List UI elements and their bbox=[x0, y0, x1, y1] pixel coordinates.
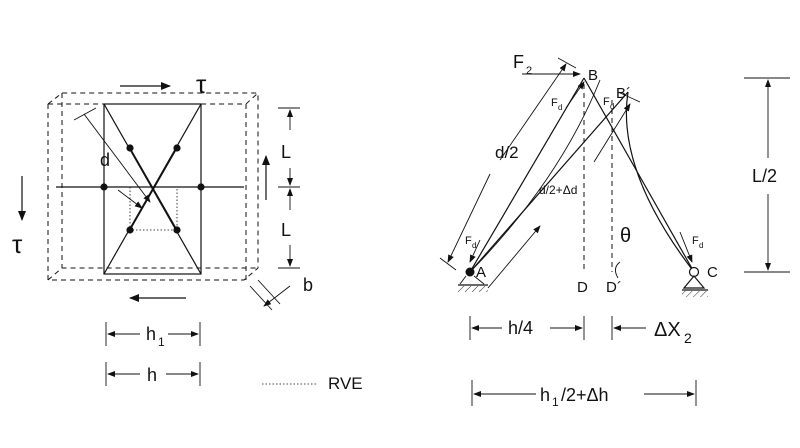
d-ext-line bbox=[73, 107, 97, 121]
theta-arc bbox=[615, 261, 621, 279]
label-Fd-left-bottom: F bbox=[465, 235, 472, 247]
strut-A-B bbox=[469, 77, 585, 273]
node bbox=[100, 183, 108, 191]
d2-delta-ext bbox=[617, 91, 641, 103]
label-b: b bbox=[303, 275, 313, 295]
label-h1-half-rest: /2+Δh bbox=[561, 385, 609, 405]
label-Dprime: D´ bbox=[606, 279, 622, 296]
support-A bbox=[458, 267, 488, 292]
label-h4: h/4 bbox=[508, 318, 533, 338]
label-B: B bbox=[588, 67, 598, 84]
label-Fd-left-top: F bbox=[551, 97, 558, 109]
label-h1: h bbox=[146, 324, 156, 344]
diagonal-strut-2 bbox=[103, 103, 202, 275]
node bbox=[173, 226, 181, 234]
force-Fd-arrow-bottom bbox=[469, 239, 481, 263]
label-L-upper: L bbox=[281, 142, 291, 162]
d2-ext-bottom bbox=[439, 257, 457, 271]
joint-nodes bbox=[100, 144, 205, 234]
h-dimension bbox=[105, 362, 201, 386]
truss-mechanism-panel: F 2 B B´ F d F d F d F d d/2 d/2+Δd θ bbox=[439, 52, 790, 409]
force-Fd-arrow-top bbox=[565, 81, 585, 109]
label-dX2-subscript: 2 bbox=[684, 330, 692, 346]
strut-A-Bprime bbox=[469, 91, 629, 273]
label-A: A bbox=[476, 264, 486, 281]
label-h1-half-sub: 1 bbox=[552, 395, 559, 409]
force-Fd-arrow-right bbox=[679, 231, 693, 263]
node bbox=[126, 144, 134, 152]
strut-A-B-deformed bbox=[469, 79, 601, 273]
label-d: d bbox=[100, 150, 110, 170]
rve-box bbox=[129, 186, 178, 231]
L-dimensions bbox=[278, 107, 300, 269]
label-Fd-left-top-sub: d bbox=[558, 103, 562, 112]
b-dimension bbox=[249, 279, 291, 311]
label-Fd-right-sub: d bbox=[699, 241, 703, 250]
rve-cell-panel: d τ τ L L b bbox=[12, 69, 363, 393]
d-leader bbox=[117, 189, 143, 209]
h1-dimension bbox=[105, 322, 201, 346]
label-theta: θ bbox=[620, 225, 631, 247]
rve-legend-label: RVE bbox=[328, 374, 363, 393]
label-h: h bbox=[147, 365, 157, 385]
d2-dim-upper bbox=[499, 63, 567, 161]
label-Fd-mid-sub: d bbox=[610, 102, 614, 111]
node bbox=[173, 144, 181, 152]
node bbox=[197, 183, 205, 191]
tau-top-label: τ bbox=[196, 69, 207, 99]
label-Fd-right: F bbox=[692, 235, 699, 247]
label-h1-subscript: 1 bbox=[158, 335, 165, 349]
label-F2: F bbox=[513, 52, 524, 72]
d2-delta-dim-upper bbox=[593, 103, 631, 163]
label-C: C bbox=[707, 264, 718, 281]
deformed-cell-outline bbox=[46, 92, 260, 281]
label-L2: L/2 bbox=[752, 166, 777, 186]
node bbox=[126, 226, 134, 234]
label-Fd-mid: F bbox=[603, 96, 610, 108]
label-L-lower: L bbox=[281, 220, 291, 240]
strut-B-C bbox=[583, 77, 695, 273]
strut-Bprime-C-curved bbox=[625, 91, 695, 273]
d-dimension-line bbox=[83, 113, 151, 203]
label-Bprime: B´ bbox=[616, 85, 631, 102]
L2-dimension bbox=[744, 77, 790, 273]
label-d2-delta: d/2+Δd bbox=[539, 183, 577, 197]
d2-delta-dim-lower bbox=[487, 225, 541, 289]
d2-dim-lower bbox=[447, 173, 491, 263]
d2-ext-top bbox=[557, 57, 577, 69]
inner-strut-2 bbox=[129, 147, 178, 231]
label-F2-subscript: 2 bbox=[526, 65, 532, 77]
label-dX2: ΔX bbox=[654, 319, 681, 341]
tau-left-label: τ bbox=[12, 229, 23, 259]
support-C bbox=[682, 266, 708, 297]
label-h1-half: h bbox=[540, 385, 550, 405]
h1-half-dimension bbox=[471, 380, 697, 406]
label-Fd-left-bottom-sub: d bbox=[472, 241, 476, 250]
label-D: D bbox=[577, 279, 588, 296]
h4-dimension bbox=[469, 316, 585, 340]
label-d2: d/2 bbox=[495, 143, 519, 162]
